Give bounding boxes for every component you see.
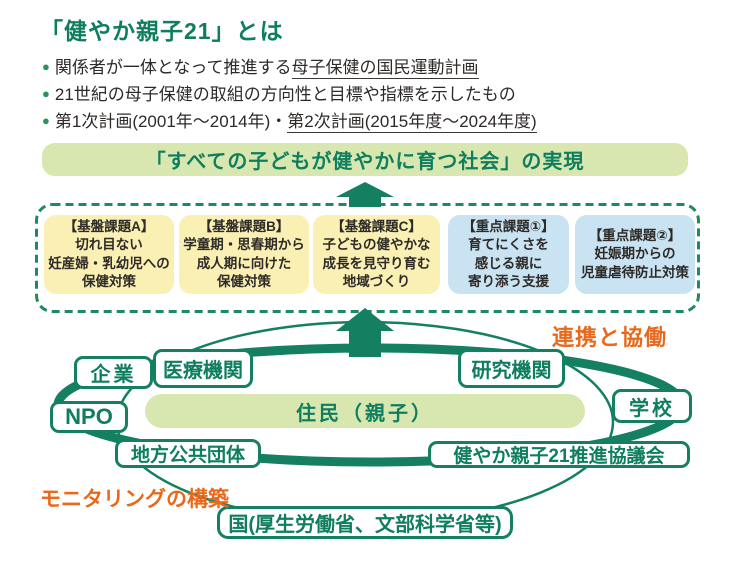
issue-line: 切れ目ない: [75, 237, 143, 252]
bullet-dot-icon: ●: [42, 86, 50, 101]
annotation-monitoring: モニタリングの構築: [40, 488, 229, 511]
issue-heading: 【基盤課題A】: [63, 218, 155, 234]
issue-line: 地域づくり: [342, 274, 411, 289]
issue-line: 子どもの健やかな: [322, 237, 431, 252]
intro-bullet-list: ● 関係者が一体となって推進する母子保健の国民運動計画 ● 21世紀の母子保健の取組…: [42, 54, 712, 135]
bullet-text-underlined: 母子保健の国民運動計画: [291, 58, 479, 79]
issue-line: 保健対策: [82, 274, 136, 289]
annotation-cooperation: 連携と協働: [552, 325, 668, 350]
node-national-government: 国(厚生労働省、文部科学省等): [217, 506, 513, 539]
issue-line: 感じる親に: [474, 255, 543, 271]
node-promotion-council: 健やか親子21推進協議会: [428, 441, 690, 468]
node-research-institution: 研究機関: [458, 349, 565, 388]
bullet-text-underlined: 第2次計画(2015年度～2024年度): [287, 112, 537, 133]
residents-banner: 住民（親子）: [145, 394, 585, 428]
issue-box-priority-2: 【重点課題②】 妊娠期からの 児童虐待防止対策: [575, 215, 695, 294]
issue-line: 妊産婦・乳幼児への: [48, 255, 170, 271]
issue-line: 学童期・思春期から: [183, 237, 305, 252]
issue-box-foundation-a: 【基盤課題A】 切れ目ない 妊産婦・乳幼児への 保健対策: [44, 215, 174, 294]
up-arrow-icon-bottom: [336, 308, 394, 357]
bullet-dot-icon: ●: [42, 113, 50, 128]
node-local-government: 地方公共団体: [115, 439, 261, 468]
issue-box-foundation-c: 【基盤課題C】 子どもの健やかな 成長を見守り育む 地域づくり: [313, 215, 440, 294]
bullet-text: 関係者が一体となって推進する: [54, 58, 292, 77]
issue-line: 妊娠期からの: [594, 246, 676, 262]
up-arrow-icon-top: [336, 182, 394, 207]
node-npo: NPO: [50, 401, 128, 433]
bullet-dot-icon: ●: [42, 59, 50, 74]
bullet-item: ● 関係者が一体となって推進する母子保健の国民運動計画: [42, 54, 712, 81]
bullet-text: 第1次計画(2001年～2014年)・: [54, 112, 288, 131]
issue-heading: 【重点課題①】: [462, 218, 555, 234]
issue-line: 成長を見守り育む: [322, 255, 431, 271]
bullet-item: ● 第1次計画(2001年～2014年)・第2次計画(2015年度～2024年度): [42, 108, 712, 135]
bullet-item: ● 21世紀の母子保健の取組の方向性と目標や指標を示したもの: [42, 81, 712, 108]
issue-line: 育てにくさを: [468, 237, 549, 252]
issue-line: 成人期に向けた: [196, 255, 292, 271]
node-company: 企業: [74, 356, 153, 389]
issue-heading: 【基盤課題C】: [331, 218, 422, 234]
page-title: 「健やか親子21」とは: [40, 18, 284, 44]
issue-heading: 【基盤課題B】: [198, 218, 290, 234]
issue-box-foundation-b: 【基盤課題B】 学童期・思春期から 成人期に向けた 保健対策: [179, 215, 309, 294]
issue-line: 保健対策: [217, 274, 271, 289]
issue-line: 児童虐待防止対策: [581, 264, 689, 280]
node-medical-institution: 医療機関: [153, 349, 253, 388]
issue-heading: 【重点課題②】: [588, 227, 682, 243]
node-school: 学校: [612, 389, 692, 423]
issue-line: 寄り添う支援: [468, 274, 549, 289]
bullet-text: 21世紀の母子保健の取組の方向性と目標や指標を示したもの: [54, 85, 516, 104]
goal-banner: 「すべての子どもが健やかに育つ社会」の実現: [42, 143, 688, 176]
issue-box-priority-1: 【重点課題①】 育てにくさを 感じる親に 寄り添う支援: [448, 215, 569, 294]
